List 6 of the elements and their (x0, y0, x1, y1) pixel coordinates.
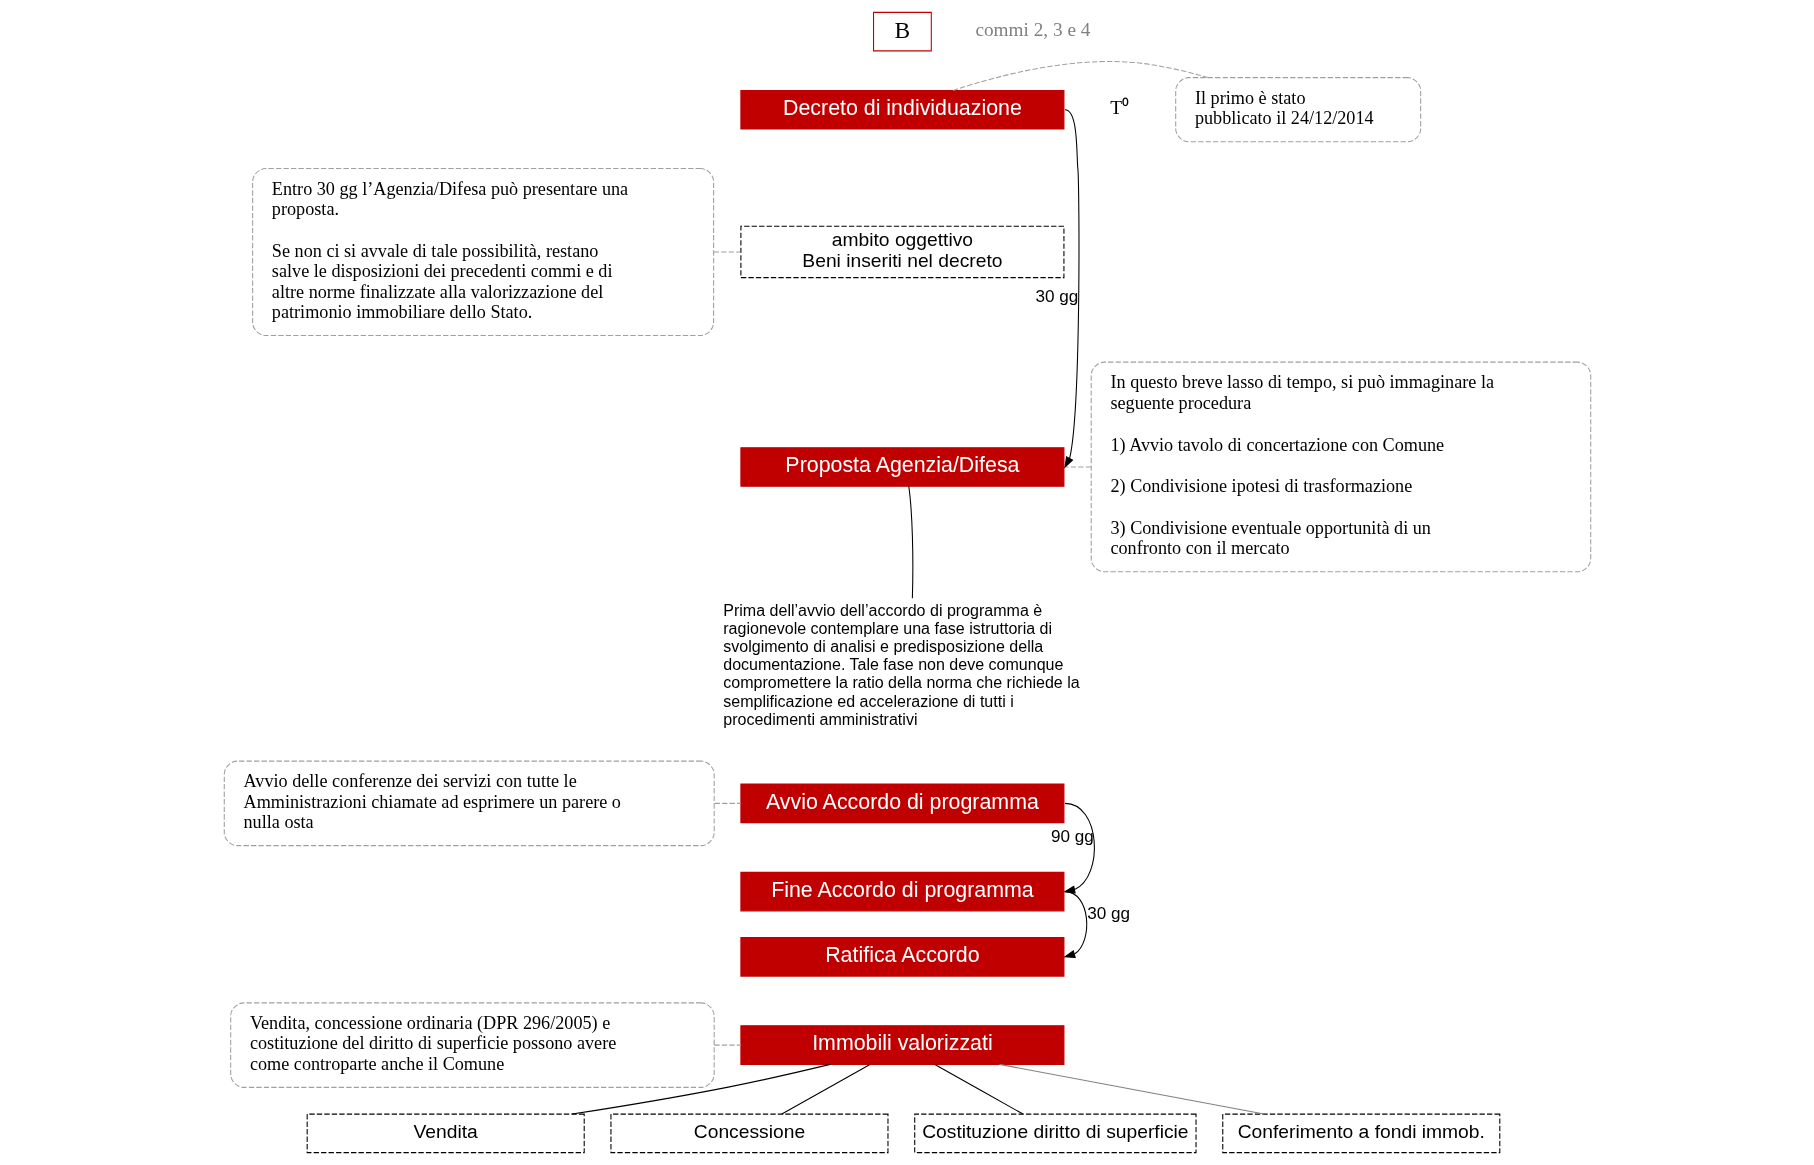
edge-label: 30 gg (1086, 903, 1130, 923)
edge-label: 90 gg (1050, 827, 1094, 847)
node-label: commi 2, 3 e 4 (974, 19, 1090, 41)
node-text: Prima dell’avvio dell’accordo di programma è ragionevole contemplare una fase istruttoria di svolgimento di analisi e predisposizione della documentazione. Tale fase non deve comunque compromettere la ratio della norma che richiede la semplificazione ed accelerazione di tutti i procedimenti amministrativi (722, 600, 1080, 728)
edge-label: 30 gg (1034, 286, 1078, 306)
label: T⁰ (1109, 97, 1129, 119)
